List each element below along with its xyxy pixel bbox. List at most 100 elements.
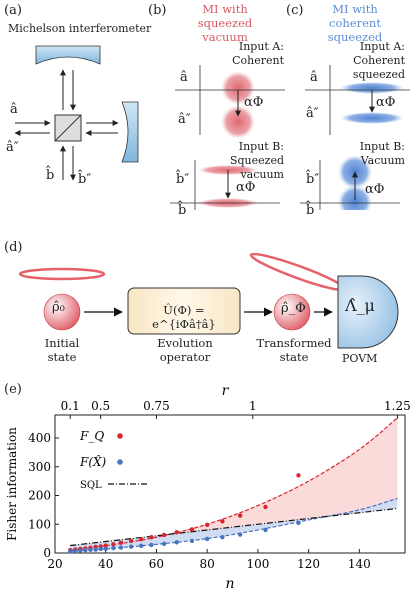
fq-point [103,543,108,548]
panel-a-title: Michelson interferometer [8,22,152,35]
panel-b-phase2-label: αΦ [236,180,256,195]
y-axis-label: Fisher information [5,427,19,541]
x-tick-label: 60 [149,557,164,571]
coherent-state-bottom [221,105,255,139]
panel-b-title: MI with squeezed vacuum [175,2,275,44]
fx-point [263,527,268,533]
fx-point [88,547,93,553]
evolution-operator-box [127,287,241,335]
fq-point [149,534,154,540]
fx-point [237,532,243,537]
transformed-line1: Transformed [256,336,332,350]
panel-b-inputA-2: Coherent [232,54,284,67]
transformed-state-ball [273,293,311,331]
panel-c-inputB: Input B: Vacuum [300,140,405,168]
x-tick-label: 80 [200,557,215,571]
legend-sql-label: SQL [80,480,102,491]
panel-c-b-label: b̂ [306,203,315,218]
x-tick-label: 100 [246,557,269,571]
panel-c-phase-space [300,65,410,210]
top-tick-label: 0.1 [61,399,80,413]
panel-b-inputB: Input B: Squeezed vacuum [186,140,284,182]
fq-point [220,519,225,524]
initial-state-ball [43,293,81,331]
x-tick-label: 20 [47,557,62,571]
fx-point [118,545,124,550]
fq-point [128,538,134,544]
panel-a-label: (a) [4,3,22,18]
fq-point [189,527,195,532]
panel-d-label: (d) [4,240,23,255]
y-tick-label: 400 [28,431,51,445]
panel-b-inputA-1: Input A: [238,40,284,53]
panel-c-inputB-2: Vacuum [360,154,405,167]
evolution-line1: Evolution [157,336,213,350]
fx-point [111,545,116,551]
povm-shape [337,275,399,349]
x-tick-label: 120 [297,557,320,571]
fq-point [118,540,124,545]
panel-c-inputB-1: Input B: [359,140,405,153]
panel-c-phase2-label: αΦ [365,182,385,197]
panel-b-inputB-2: Squeezed vacuum [229,154,284,181]
panel-c-b2-label: b̂″ [306,172,320,187]
top-tick-label: 0.5 [91,399,110,413]
fq-point [139,537,144,542]
panel-e-label: (e) [4,382,22,397]
fq-shaded-region [70,417,398,551]
fx-point [149,542,154,548]
initial-line1: Initial [44,336,80,350]
top-tick-label: 1.25 [384,399,411,413]
panel-b-a-label: â [180,70,188,85]
panel-b-b2-label: b̂″ [176,172,190,187]
panel-c-phase-label: αΦ [376,95,396,110]
panel-c-inputA: Input A: Coherent squeezed [300,40,405,82]
fx-fit-curve [70,497,398,552]
coherent-state-top [221,71,255,105]
fx-point [78,548,83,553]
legend-fx-label: F(X̂) [79,454,107,469]
y-tick-label: 200 [28,489,51,503]
povm-label: POVM [342,352,378,365]
panel-c-a-label: â [310,70,318,85]
transformed-line2: state [279,350,309,364]
panel-b-label: (b) [148,3,167,18]
fq-fit-curve [70,417,398,551]
michelson-diagram [14,45,139,181]
legend-fq-marker [117,433,123,439]
fq-point [237,513,243,518]
legend-fq-label: F_Q [79,429,104,443]
panel-b-inputA: Input A: Coherent [226,40,284,68]
panel-c-inputA-2: Coherent squeezed [352,54,405,81]
top-tick-label: 0.75 [143,399,170,413]
operator-formula: Û(Φ) = e^{iΦâ†â} [152,303,216,331]
panel-b-title-2: squeezed vacuum [197,16,253,44]
port-a-label: â [10,102,18,117]
fq-point [161,532,167,538]
coherent-squeezed-top [340,82,404,94]
x-tick-label: 40 [98,557,113,571]
y-tick-label: 100 [28,517,51,531]
initial-line2: state [47,350,77,364]
panel-b-a2-label: â″ [178,112,191,127]
panel-b-title-1: MI with [202,2,248,16]
panel-b-b-label: b̂ [178,203,187,218]
fx-point [161,541,167,546]
fx-point [68,549,73,554]
legend-fx-marker [117,459,123,465]
fx-point [98,546,103,552]
fx-point [128,544,134,549]
fq-point [296,473,301,478]
panel-b-phase-label: αΦ [244,95,264,110]
fq-point [111,542,116,547]
x-tick-label: 140 [348,557,371,571]
rho0-symbol: ρ̂₀ [52,300,65,315]
fx-point [189,538,195,544]
port-a2-label: â″ [6,140,19,155]
fx-point [204,536,210,542]
fx-point [139,543,144,549]
x-axis-label: n [225,576,234,592]
fq-point [174,530,179,535]
fx-point [73,548,78,554]
